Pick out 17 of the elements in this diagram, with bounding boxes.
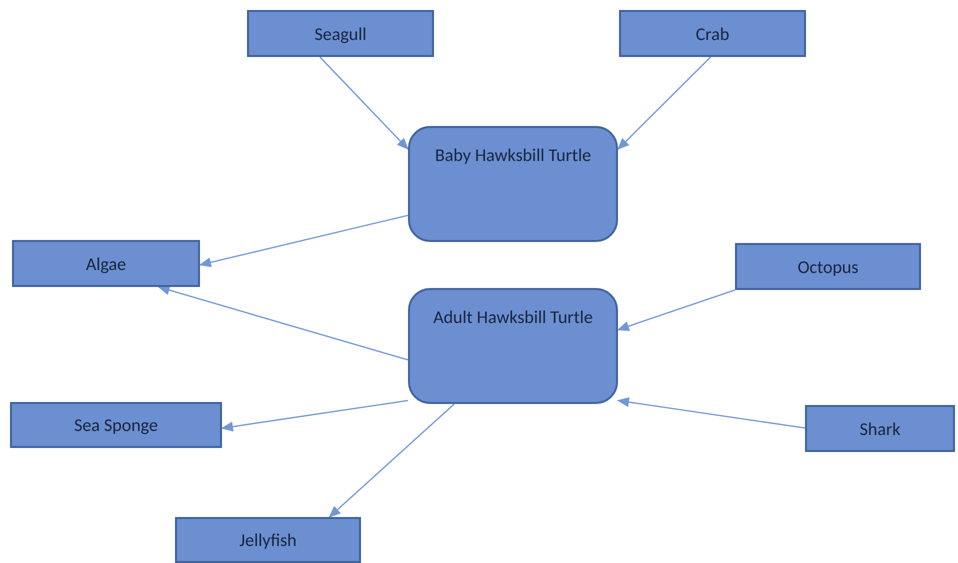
box: Crab [619,10,806,57]
box: Algae [12,240,200,287]
box: Seagull [247,10,434,57]
box: Sea Sponge [10,402,222,448]
arrow [328,404,455,518]
arrow [617,56,712,150]
box: Shark [805,405,955,452]
rounded-box: Baby Hawksbill Turtle [408,126,618,242]
arrow [199,214,408,268]
arrow [158,285,408,361]
rounded-box: Adult Hawksbill Turtle [408,288,618,404]
arrow [221,400,408,432]
box: Octopus [735,243,921,290]
arrow [617,397,806,429]
box: Jellyfish [175,517,361,563]
arrow [319,56,409,150]
arrow [617,289,736,331]
